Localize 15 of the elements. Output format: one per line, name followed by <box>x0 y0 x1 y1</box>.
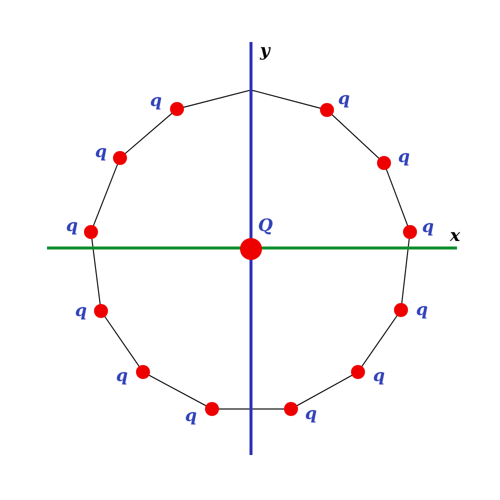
charge-label: q <box>66 218 78 235</box>
charge-label: q <box>416 302 428 319</box>
charge-label: q <box>305 406 317 423</box>
charge-label: q <box>185 408 197 425</box>
charge-label: q <box>75 303 87 320</box>
charge-label: q <box>95 144 107 161</box>
charge-label: q <box>398 149 410 166</box>
charge-label: Q <box>258 218 273 235</box>
charge-label: q <box>338 91 350 108</box>
axis-label: y <box>260 43 270 60</box>
charge-label: q <box>373 368 385 385</box>
charge-label: q <box>422 219 434 236</box>
axis-label: x <box>450 228 460 245</box>
charge-label: q <box>116 368 128 385</box>
charge-label: q <box>150 93 162 110</box>
